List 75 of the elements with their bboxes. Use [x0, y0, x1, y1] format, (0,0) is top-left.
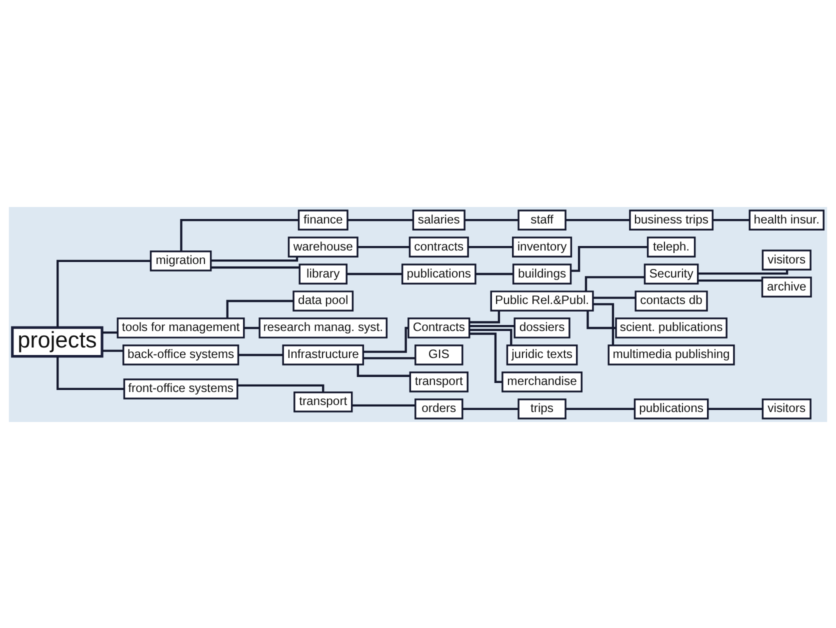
- node-box: GIS: [414, 344, 464, 365]
- connector: [470, 310, 500, 323]
- connector: [470, 328, 512, 345]
- node-box: publications: [634, 398, 709, 419]
- connector: [468, 245, 513, 248]
- connector: [56, 259, 151, 327]
- node-box: juridic texts: [506, 344, 578, 365]
- node-box: business trips: [629, 209, 714, 230]
- node-box: back-office systems: [122, 344, 240, 365]
- connector: [102, 330, 118, 334]
- node-box: Security: [644, 263, 699, 284]
- node-box: Contracts: [408, 317, 470, 338]
- connector: [226, 299, 294, 318]
- node-box: tools for management: [116, 317, 245, 338]
- connector: [566, 407, 635, 410]
- connector: [470, 332, 502, 383]
- connector: [584, 276, 645, 291]
- connector: [593, 302, 614, 345]
- node-box: orders: [414, 398, 464, 419]
- node-box: projects: [11, 326, 104, 358]
- connector: [358, 245, 410, 248]
- node-box: trips: [518, 398, 566, 419]
- node-box: migration: [150, 250, 212, 271]
- connector: [348, 218, 414, 221]
- node-box: inventory: [512, 236, 572, 257]
- node-box: transport: [409, 371, 468, 392]
- connector: [712, 218, 750, 221]
- connector: [237, 384, 324, 392]
- node-box: scient. publications: [615, 317, 728, 338]
- node-box: contacts db: [634, 290, 708, 311]
- node-box: dossiers: [514, 317, 570, 338]
- node-box: finance: [298, 209, 348, 230]
- connector: [570, 245, 648, 272]
- node-box: staff: [518, 209, 566, 230]
- node-box: Public Rel.&Publ.: [490, 290, 594, 311]
- connector: [476, 272, 514, 275]
- node-box: research manag. syst.: [258, 317, 388, 338]
- connector: [470, 324, 514, 327]
- node-box: health insur.: [748, 209, 824, 230]
- connector: [464, 218, 518, 221]
- connector: [708, 407, 763, 410]
- connector: [102, 349, 123, 352]
- node-box: buildings: [512, 263, 572, 284]
- connector: [56, 356, 124, 390]
- connector: [244, 326, 260, 329]
- node-box: contracts: [408, 236, 469, 257]
- node-box: Infrastructure: [282, 344, 364, 365]
- node-box: library: [298, 263, 348, 284]
- connector: [462, 407, 518, 410]
- connector: [238, 353, 283, 356]
- connector: [180, 218, 299, 251]
- node-box: transport: [294, 391, 353, 412]
- node-box: multimedia publishing: [608, 344, 735, 365]
- connector: [346, 272, 402, 275]
- connector: [363, 356, 416, 359]
- node-box: teleph.: [646, 236, 696, 257]
- connector: [593, 296, 636, 298]
- node-box: merchandise: [502, 371, 583, 392]
- connector: [356, 364, 410, 376]
- node-box: visitors: [762, 398, 812, 419]
- node-box: publications: [401, 263, 476, 284]
- connector: [698, 278, 762, 282]
- connector: [210, 266, 300, 268]
- connector: [566, 218, 630, 221]
- connector: [586, 310, 616, 329]
- node-box: data pool: [292, 290, 354, 311]
- node-box: front-office systems: [123, 378, 238, 399]
- node-box: archive: [761, 276, 812, 298]
- connector: [352, 404, 416, 406]
- connector: [363, 326, 408, 352]
- node-box: visitors: [762, 249, 812, 270]
- node-box: warehouse: [288, 236, 358, 257]
- connector: [698, 269, 788, 274]
- node-box: salaries: [412, 209, 466, 230]
- connector: [211, 256, 298, 262]
